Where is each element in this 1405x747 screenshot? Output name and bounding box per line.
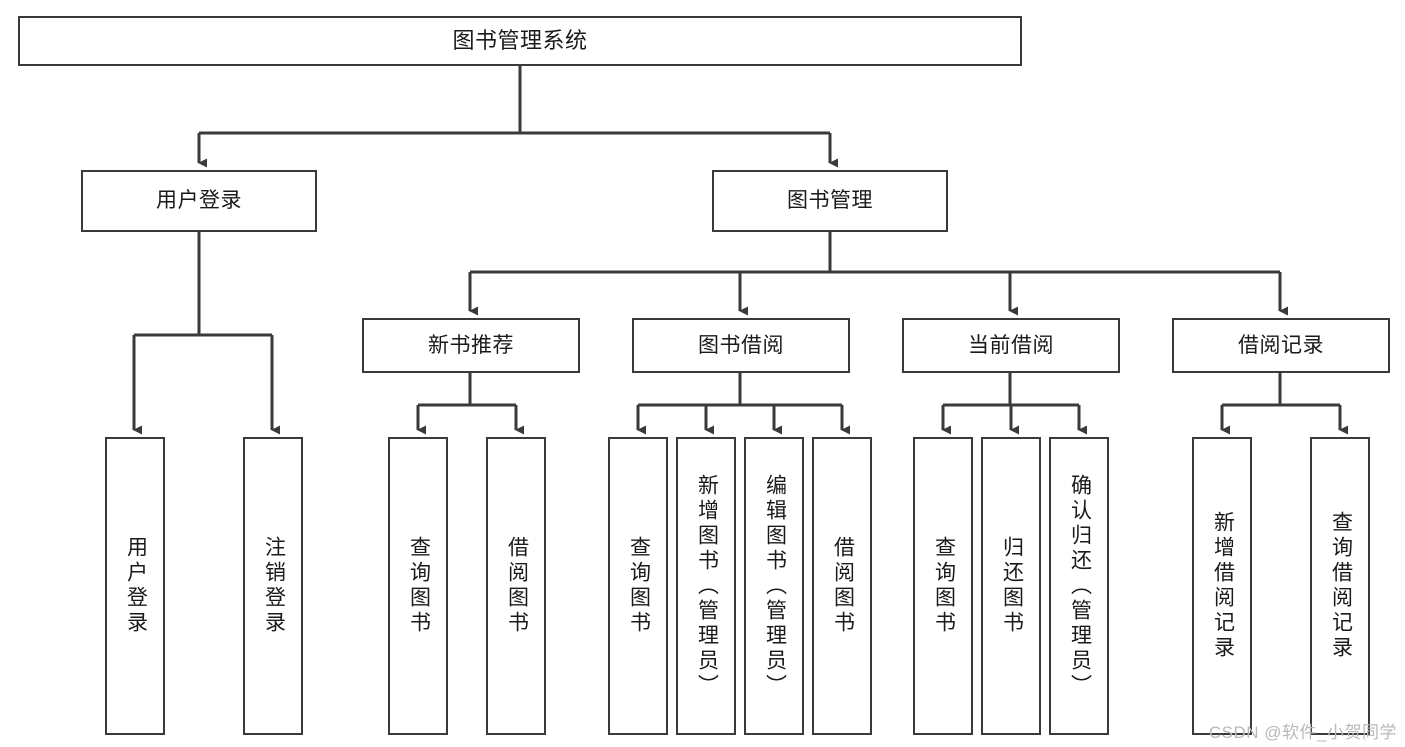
node-current-borrow-label: 当前借阅	[968, 333, 1054, 357]
node-borrow-record-label: 借阅记录	[1238, 333, 1324, 357]
node-leaf-logout-label: 注销登录	[262, 536, 286, 636]
node-leaf-add-book-label: 新增图书（管理员）	[695, 473, 719, 699]
node-leaf-query-book-recommend-label: 查询图书	[407, 536, 431, 636]
connector-userlogin-to-leaves	[132, 232, 280, 435]
node-leaf-confirm-return-label: 确认归还（管理员）	[1068, 473, 1092, 699]
connector-record-to-leaves	[1220, 373, 1348, 435]
node-leaf-add-book[interactable]: 新增图书（管理员）	[676, 437, 736, 735]
node-user-login[interactable]: 用户登录	[81, 170, 317, 232]
connector-bookmgmt-to-level2	[468, 232, 1288, 316]
node-leaf-return-book-label: 归还图书	[1000, 536, 1024, 636]
node-book-borrow-label: 图书借阅	[698, 333, 784, 357]
node-leaf-query-record-label: 查询借阅记录	[1329, 511, 1353, 661]
node-leaf-query-book-borrow-label: 查询图书	[627, 536, 651, 636]
node-leaf-query-book-current-label: 查询图书	[932, 536, 956, 636]
node-book-management-label: 图书管理	[787, 189, 873, 213]
node-current-borrow[interactable]: 当前借阅	[902, 318, 1120, 373]
node-leaf-query-book-borrow[interactable]: 查询图书	[608, 437, 668, 735]
node-leaf-logout[interactable]: 注销登录	[243, 437, 303, 735]
node-leaf-query-book-recommend[interactable]: 查询图书	[388, 437, 448, 735]
node-book-borrow[interactable]: 图书借阅	[632, 318, 850, 373]
node-leaf-confirm-return[interactable]: 确认归还（管理员）	[1049, 437, 1109, 735]
node-leaf-borrow-book-recommend[interactable]: 借阅图书	[486, 437, 546, 735]
node-borrow-record[interactable]: 借阅记录	[1172, 318, 1390, 373]
node-leaf-return-book[interactable]: 归还图书	[981, 437, 1041, 735]
node-leaf-query-record[interactable]: 查询借阅记录	[1310, 437, 1370, 735]
node-root-system[interactable]: 图书管理系统	[18, 16, 1022, 66]
node-root-label: 图书管理系统	[452, 27, 588, 53]
node-new-book-recommend[interactable]: 新书推荐	[362, 318, 580, 373]
node-leaf-add-record-label: 新增借阅记录	[1211, 511, 1235, 661]
node-user-login-label: 用户登录	[156, 189, 242, 213]
node-leaf-add-record[interactable]: 新增借阅记录	[1192, 437, 1252, 735]
node-leaf-query-book-current[interactable]: 查询图书	[913, 437, 973, 735]
connector-current-to-leaves	[941, 373, 1087, 435]
node-leaf-borrow-book[interactable]: 借阅图书	[812, 437, 872, 735]
node-leaf-user-login[interactable]: 用户登录	[105, 437, 165, 735]
node-leaf-edit-book-label: 编辑图书（管理员）	[763, 473, 787, 699]
node-leaf-user-login-label: 用户登录	[124, 536, 148, 636]
node-leaf-edit-book[interactable]: 编辑图书（管理员）	[744, 437, 804, 735]
connector-root-to-level1	[197, 66, 838, 168]
csdn-watermark: CSDN @软件_小贺同学	[1208, 723, 1397, 742]
node-book-management[interactable]: 图书管理	[712, 170, 948, 232]
node-new-book-recommend-label: 新书推荐	[428, 333, 514, 357]
node-leaf-borrow-book-label: 借阅图书	[831, 536, 855, 636]
connector-recommend-to-leaves	[416, 373, 524, 435]
connector-borrow-to-leaves	[636, 373, 850, 435]
node-leaf-borrow-book-recommend-label: 借阅图书	[505, 536, 529, 636]
